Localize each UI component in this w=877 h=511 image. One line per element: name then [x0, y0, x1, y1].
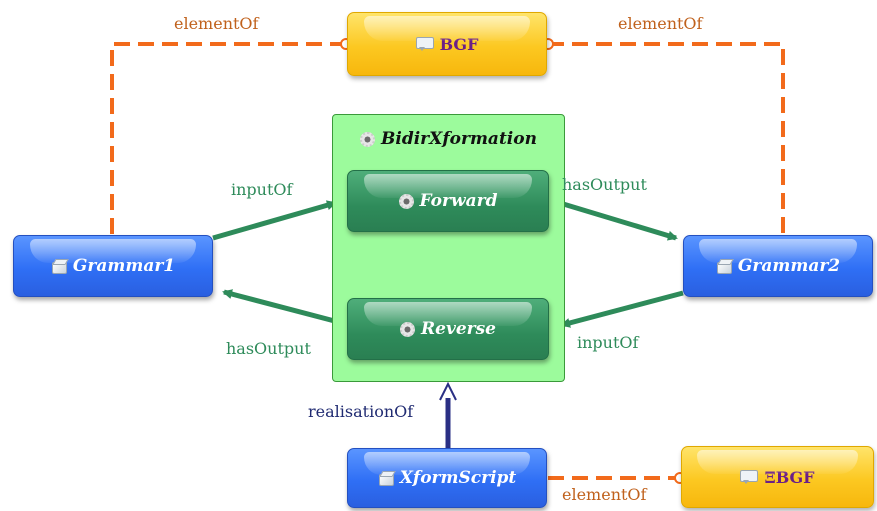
xformscript-node[interactable]: XformScript	[347, 448, 547, 508]
cube-icon	[378, 471, 394, 486]
reverse-node[interactable]: Reverse	[347, 298, 549, 360]
grammar2-label: Grammar2	[737, 256, 841, 276]
edge-label-elementof-bottom: elementOf	[562, 485, 647, 504]
edge-elementof-grammar1-bgf	[110, 42, 346, 234]
bgf-top-node[interactable]: BGF	[347, 12, 547, 76]
comment-icon	[740, 469, 759, 485]
cube-icon	[716, 259, 732, 274]
edge-label-elementof-right: elementOf	[618, 14, 703, 33]
forward-node[interactable]: Forward	[347, 170, 549, 232]
realisation-arrowhead	[439, 381, 457, 401]
reverse-label: Reverse	[421, 319, 496, 339]
bgf-top-label: BGF	[439, 34, 479, 54]
container-title: BidirXformation	[333, 129, 564, 149]
edge-inputof-grammar1-forward	[212, 200, 337, 241]
edge-label-inputof-right: inputOf	[577, 333, 639, 352]
edge-label-elementof-left: elementOf	[174, 14, 259, 33]
forward-label: Forward	[419, 191, 498, 211]
gear-icon	[400, 321, 415, 337]
edge-inputof-grammar2-reverse	[560, 290, 684, 328]
grammar1-label: Grammar1	[72, 256, 176, 276]
grammar2-node[interactable]: Grammar2	[683, 235, 873, 297]
edge-hasoutput-forward-grammar2	[549, 197, 678, 241]
edge-label-hasoutput-right: hasOutput	[562, 175, 647, 194]
edge-hasoutput-reverse-grammar1	[222, 289, 347, 327]
container-label: BidirXformation	[381, 129, 537, 149]
xformscript-label: XformScript	[399, 468, 517, 488]
bgf-bottom-node[interactable]: ΞBGF	[681, 446, 874, 508]
edge-label-inputof-left: inputOf	[231, 180, 293, 199]
grammar1-node[interactable]: Grammar1	[13, 235, 213, 297]
gear-icon	[360, 131, 376, 147]
edge-label-realisationof: realisationOf	[308, 402, 414, 421]
bgf-bottom-label: ΞBGF	[764, 467, 815, 487]
gear-icon	[398, 193, 414, 209]
cube-icon	[51, 259, 67, 274]
edge-elementof-bgf-grammar2	[548, 42, 785, 234]
edge-label-hasoutput-left: hasOutput	[226, 339, 311, 358]
comment-icon	[415, 36, 434, 52]
